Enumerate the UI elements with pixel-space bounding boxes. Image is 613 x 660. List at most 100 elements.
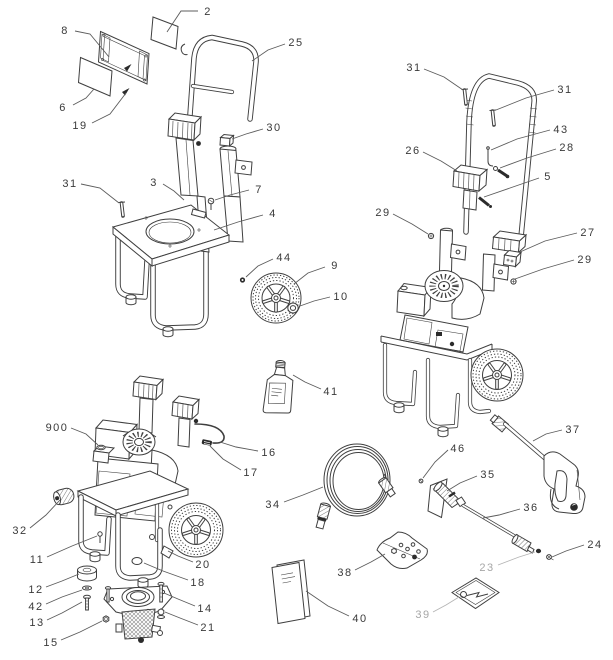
callout-label: 39 xyxy=(415,609,430,621)
bolt-29-left xyxy=(427,232,435,240)
callout-label: 18 xyxy=(190,577,205,589)
handle-post-right xyxy=(171,395,201,448)
clip-pin-43 xyxy=(486,146,494,167)
leader-line xyxy=(293,266,326,285)
leader-line xyxy=(80,183,120,204)
callout-label: 31 xyxy=(406,62,421,74)
callout-label: 16 xyxy=(261,447,276,459)
leader-line xyxy=(432,596,460,613)
nozzle xyxy=(427,478,467,519)
leader-line xyxy=(532,429,563,442)
leader-line xyxy=(46,535,98,558)
callout-label: 43 xyxy=(553,124,568,136)
callout-label: 29 xyxy=(375,207,390,219)
callout-label: 29 xyxy=(577,254,592,266)
leader-line xyxy=(490,129,551,151)
handle-tube xyxy=(180,34,259,132)
callout-label: 9 xyxy=(331,260,339,272)
frame-legs xyxy=(115,231,209,338)
oil-bottle xyxy=(262,359,294,414)
leader-line xyxy=(299,296,331,307)
washer-44 xyxy=(239,277,246,283)
frame xyxy=(76,470,190,589)
callout-label: 27 xyxy=(580,227,595,239)
leader-line xyxy=(70,427,99,446)
hitch-pin xyxy=(461,88,469,106)
handle-panel-plate xyxy=(97,30,150,85)
leader-line xyxy=(519,232,578,253)
leader-line xyxy=(422,151,458,172)
callout-label: 23 xyxy=(479,562,494,574)
callout-label: 28 xyxy=(559,142,574,154)
wheel xyxy=(470,348,524,402)
screw-46 xyxy=(418,478,424,484)
callout-label: 34 xyxy=(265,499,280,511)
handle-post-left xyxy=(132,375,165,434)
callout-label: 32 xyxy=(12,525,27,537)
leader-line xyxy=(46,601,83,621)
callout-label: 900 xyxy=(46,422,69,434)
bolt-left xyxy=(104,586,112,603)
callout-label: 46 xyxy=(450,443,465,455)
washer-42 xyxy=(82,585,92,591)
callout-label: 44 xyxy=(276,252,291,264)
wand xyxy=(461,503,535,554)
leader-line xyxy=(29,499,61,529)
leader-line xyxy=(162,183,185,201)
frame xyxy=(380,335,493,438)
leader-line xyxy=(482,508,521,519)
leader-line xyxy=(45,573,80,588)
leader-line xyxy=(164,611,199,626)
callout-label: 26 xyxy=(405,145,420,157)
fitting-24 xyxy=(546,554,554,561)
leader-line xyxy=(214,189,250,201)
leader-line xyxy=(305,590,350,617)
decal-apply-arrows xyxy=(122,64,132,96)
callout-label: 37 xyxy=(565,424,580,436)
leader-line xyxy=(495,89,555,111)
view-accessories xyxy=(262,359,586,625)
pump xyxy=(103,585,173,643)
callout-label: 19 xyxy=(72,120,87,132)
leader-line xyxy=(354,553,386,571)
frame-tube-right xyxy=(481,253,510,292)
leader-line xyxy=(45,589,83,605)
callout-label: 31 xyxy=(62,178,77,190)
callout-label: 20 xyxy=(195,559,210,571)
leader-line xyxy=(163,592,196,607)
engine xyxy=(396,270,485,353)
axle-bracket-20 xyxy=(149,534,174,559)
callout-label: 40 xyxy=(352,613,367,625)
callout-label: 10 xyxy=(333,291,348,303)
leader-line xyxy=(422,449,449,479)
leader-line xyxy=(251,43,286,62)
bolt-7 xyxy=(207,197,215,210)
handle-clamp-26 xyxy=(452,164,489,211)
callout-label: 25 xyxy=(288,37,303,49)
frame-tube-left xyxy=(438,227,467,273)
callout-label: 35 xyxy=(480,469,495,481)
callout-label: 8 xyxy=(61,25,69,37)
callout-label: 14 xyxy=(197,603,212,615)
cart-platform xyxy=(111,204,231,268)
spray-gun xyxy=(489,414,586,515)
bolt-14 xyxy=(157,581,165,603)
o-ring-18 xyxy=(131,557,143,565)
leader-line xyxy=(392,213,429,235)
screw-28 xyxy=(493,166,510,179)
callout-label: 15 xyxy=(43,637,58,649)
bolt-29-right xyxy=(510,278,517,285)
leader-line xyxy=(74,30,110,58)
leader-line xyxy=(245,258,274,278)
leader-line xyxy=(446,475,478,492)
leader-line xyxy=(72,88,95,106)
nut-21 xyxy=(157,608,165,619)
leader-line xyxy=(551,544,585,558)
callout-label: 2 xyxy=(204,6,212,18)
o-ring-23 xyxy=(535,548,542,554)
